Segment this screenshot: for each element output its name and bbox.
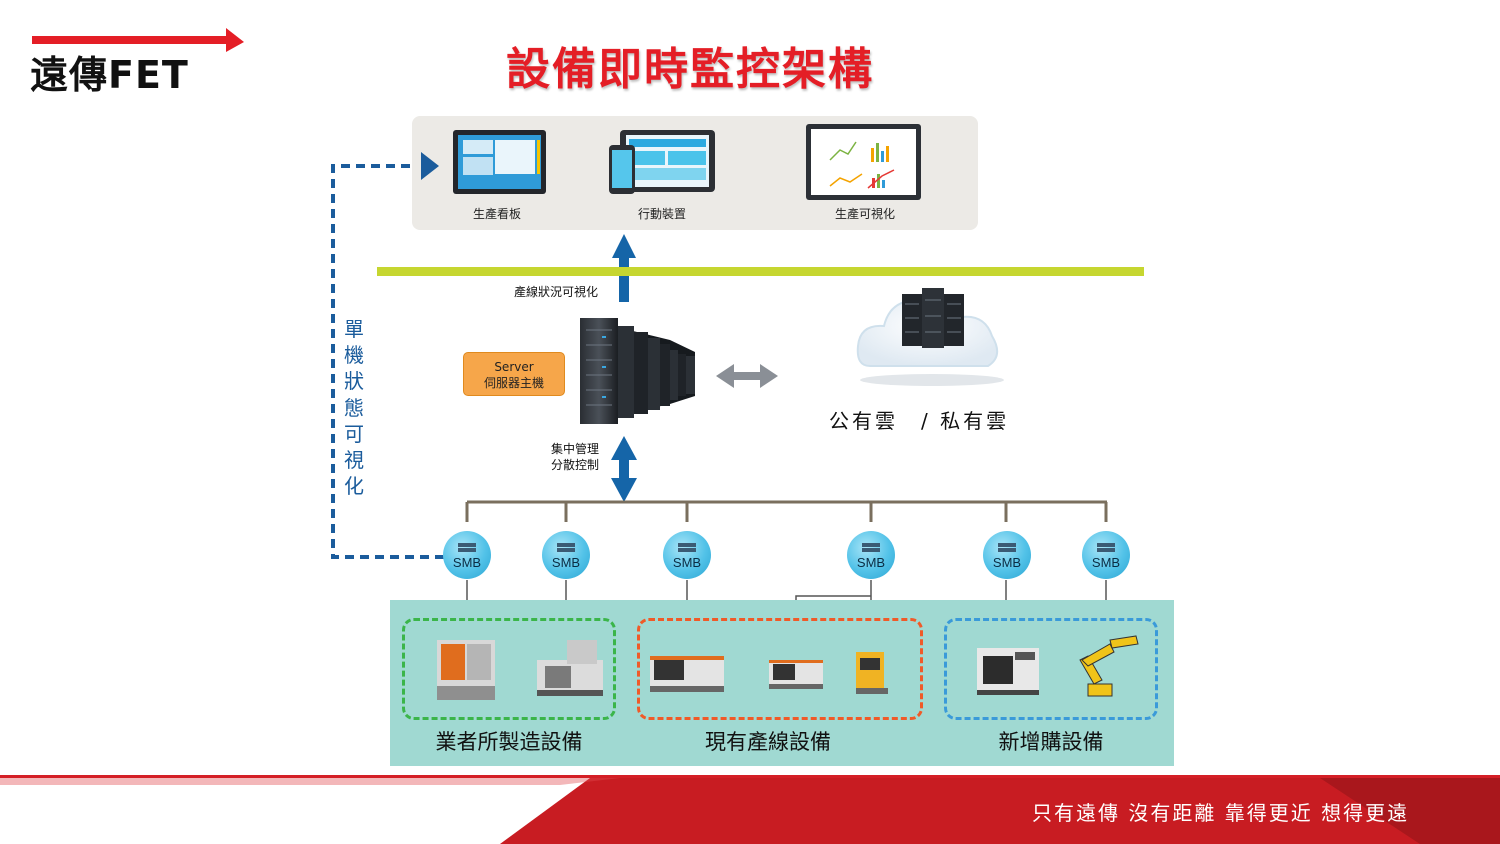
- up-arrow: [612, 234, 636, 302]
- smb-label: SMB: [856, 555, 886, 570]
- group-label-existing: 現有產線設備: [705, 730, 831, 754]
- robot-arm-icon: [1079, 635, 1139, 697]
- smb-node: SMB: [847, 531, 895, 579]
- mobile-devices-icon: [609, 130, 715, 194]
- control-label: 集中管理 分散控制: [551, 441, 599, 473]
- device-label-visualization: 生產可視化: [834, 207, 896, 221]
- page-title: 設備即時監控架構: [506, 44, 874, 95]
- server-badge-line1: Server: [494, 360, 534, 374]
- fet-logo: [30, 14, 250, 90]
- bus-line: [465, 500, 1108, 522]
- machine-icon: [856, 652, 888, 694]
- control-double-arrow: [611, 436, 637, 502]
- smb-label: SMB: [551, 555, 581, 570]
- server-rack-icon: [580, 318, 695, 424]
- control-label-line2: 分散控制: [551, 458, 600, 472]
- equipment-group-new: [944, 618, 1158, 720]
- smb-label: SMB: [992, 555, 1022, 570]
- group-label-new: 新增購設備: [998, 730, 1104, 754]
- smb-label: SMB: [672, 555, 702, 570]
- chart-screen-icon: [806, 124, 921, 200]
- smb-node: SMB: [542, 531, 590, 579]
- machine-icon: [537, 640, 603, 696]
- device-label-dashboard: 生產看板: [472, 207, 522, 221]
- server-badge: Server 伺服器主機: [463, 352, 565, 396]
- smb-label: SMB: [452, 555, 482, 570]
- smb-node: SMB: [663, 531, 711, 579]
- group-label-vendor: 業者所製造設備: [435, 730, 583, 754]
- smb-node: SMB: [983, 531, 1031, 579]
- cloud-label: 公有雲 / 私有雲: [829, 409, 1010, 433]
- machine-icon: [977, 648, 1039, 695]
- machine-icon: [650, 656, 724, 692]
- machine-icon: [769, 660, 823, 689]
- footer-band: [0, 775, 1500, 844]
- smb-label: SMB: [1091, 555, 1121, 570]
- device-label-mobile: 行動裝置: [637, 207, 687, 221]
- cloud-icon: [856, 288, 1004, 386]
- equipment-group-vendor: [402, 618, 616, 720]
- server-cloud-link-arrow: [716, 364, 778, 388]
- smb-node: SMB: [1082, 531, 1130, 579]
- monitor-dashboard-icon: [453, 130, 546, 194]
- network-divider-bar: [377, 267, 1144, 276]
- up-arrow-label: 產線狀況可視化: [514, 285, 599, 299]
- feedback-arrow-head: [421, 152, 439, 180]
- logo-text: 遠傳FET: [30, 53, 189, 97]
- server-badge-line2: 伺服器主機: [483, 376, 544, 390]
- footer-slogan: 只有遠傳 沒有距離 靠得更近 想得更遠: [1032, 801, 1410, 825]
- feedback-loop-line: [331, 164, 444, 559]
- feedback-label: 單機狀態可視化: [344, 317, 364, 499]
- machine-icon: [437, 640, 495, 700]
- equipment-group-existing: [637, 618, 923, 720]
- control-label-line1: 集中管理: [551, 442, 600, 456]
- smb-node: SMB: [443, 531, 491, 579]
